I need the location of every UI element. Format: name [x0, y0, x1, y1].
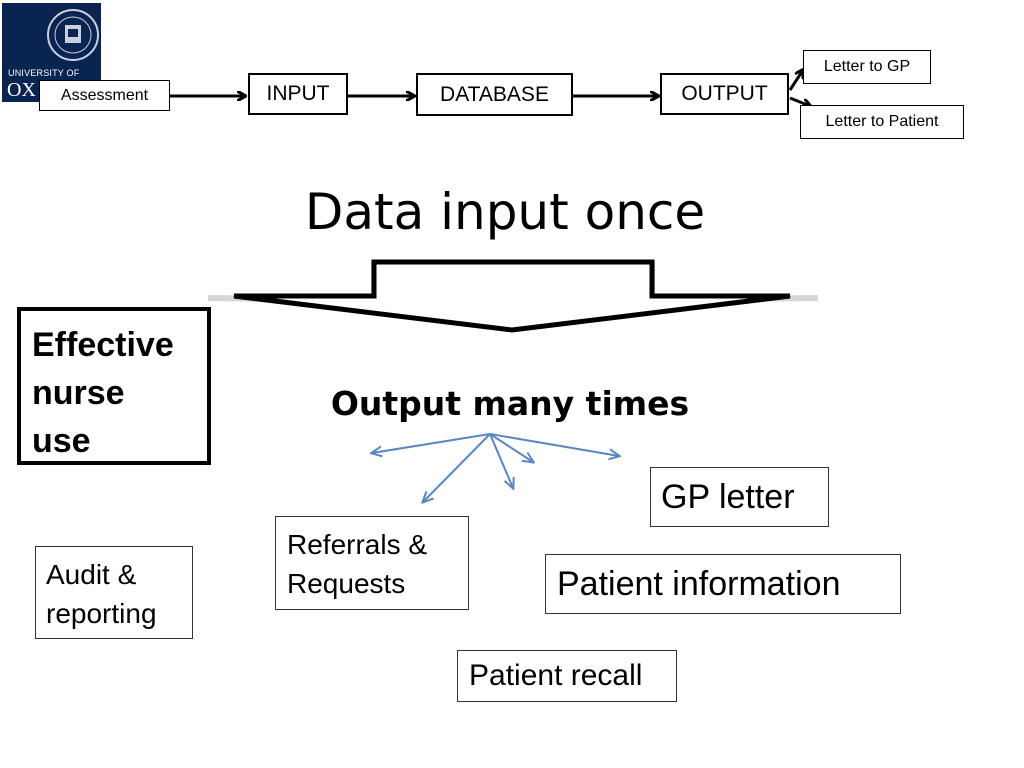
input-box: INPUT	[248, 73, 348, 115]
logo-text-oxford: OX	[7, 79, 36, 101]
patient-recall-box: Patient recall	[457, 650, 677, 702]
blue-arrow-4	[489, 433, 533, 462]
arrow-output-letter-patient	[789, 96, 810, 106]
slide-title: Data input once	[304, 183, 706, 241]
output-many-times-heading: Output many times	[330, 384, 690, 423]
letter-to-patient-box: Letter to Patient	[800, 105, 964, 139]
effective-line-3: use	[32, 422, 91, 460]
arrow-output-letter-gp	[788, 70, 803, 91]
database-box: DATABASE	[416, 73, 573, 116]
effective-line-1: Effective	[32, 326, 174, 364]
output-box: OUTPUT	[660, 73, 789, 115]
blue-arrow-5	[489, 433, 619, 456]
gp-letter-box: GP letter	[650, 467, 829, 527]
audit-line-1: Audit &	[46, 559, 137, 590]
letter-to-gp-box: Letter to GP	[803, 50, 931, 84]
logo-text: UNIVERSITY OF	[8, 68, 80, 78]
blue-arrow-3	[489, 433, 513, 488]
effective-nurse-use-box: Effective nurse use	[17, 307, 211, 465]
blue-arrow-1	[372, 433, 491, 453]
effective-line-2: nurse	[32, 374, 125, 412]
audit-line-2: reporting	[46, 598, 157, 629]
audit-reporting-box: Audit & reporting	[35, 546, 193, 639]
referrals-line-2: Requests	[287, 568, 406, 599]
referrals-line-1: Referrals &	[287, 529, 428, 560]
blue-arrow-2	[423, 433, 491, 502]
big-down-arrow	[233, 259, 791, 333]
assessment-box: Assessment	[39, 80, 170, 111]
patient-information-box: Patient information	[545, 554, 901, 614]
oxford-crest-icon	[47, 9, 99, 61]
referrals-requests-box: Referrals & Requests	[275, 516, 469, 610]
